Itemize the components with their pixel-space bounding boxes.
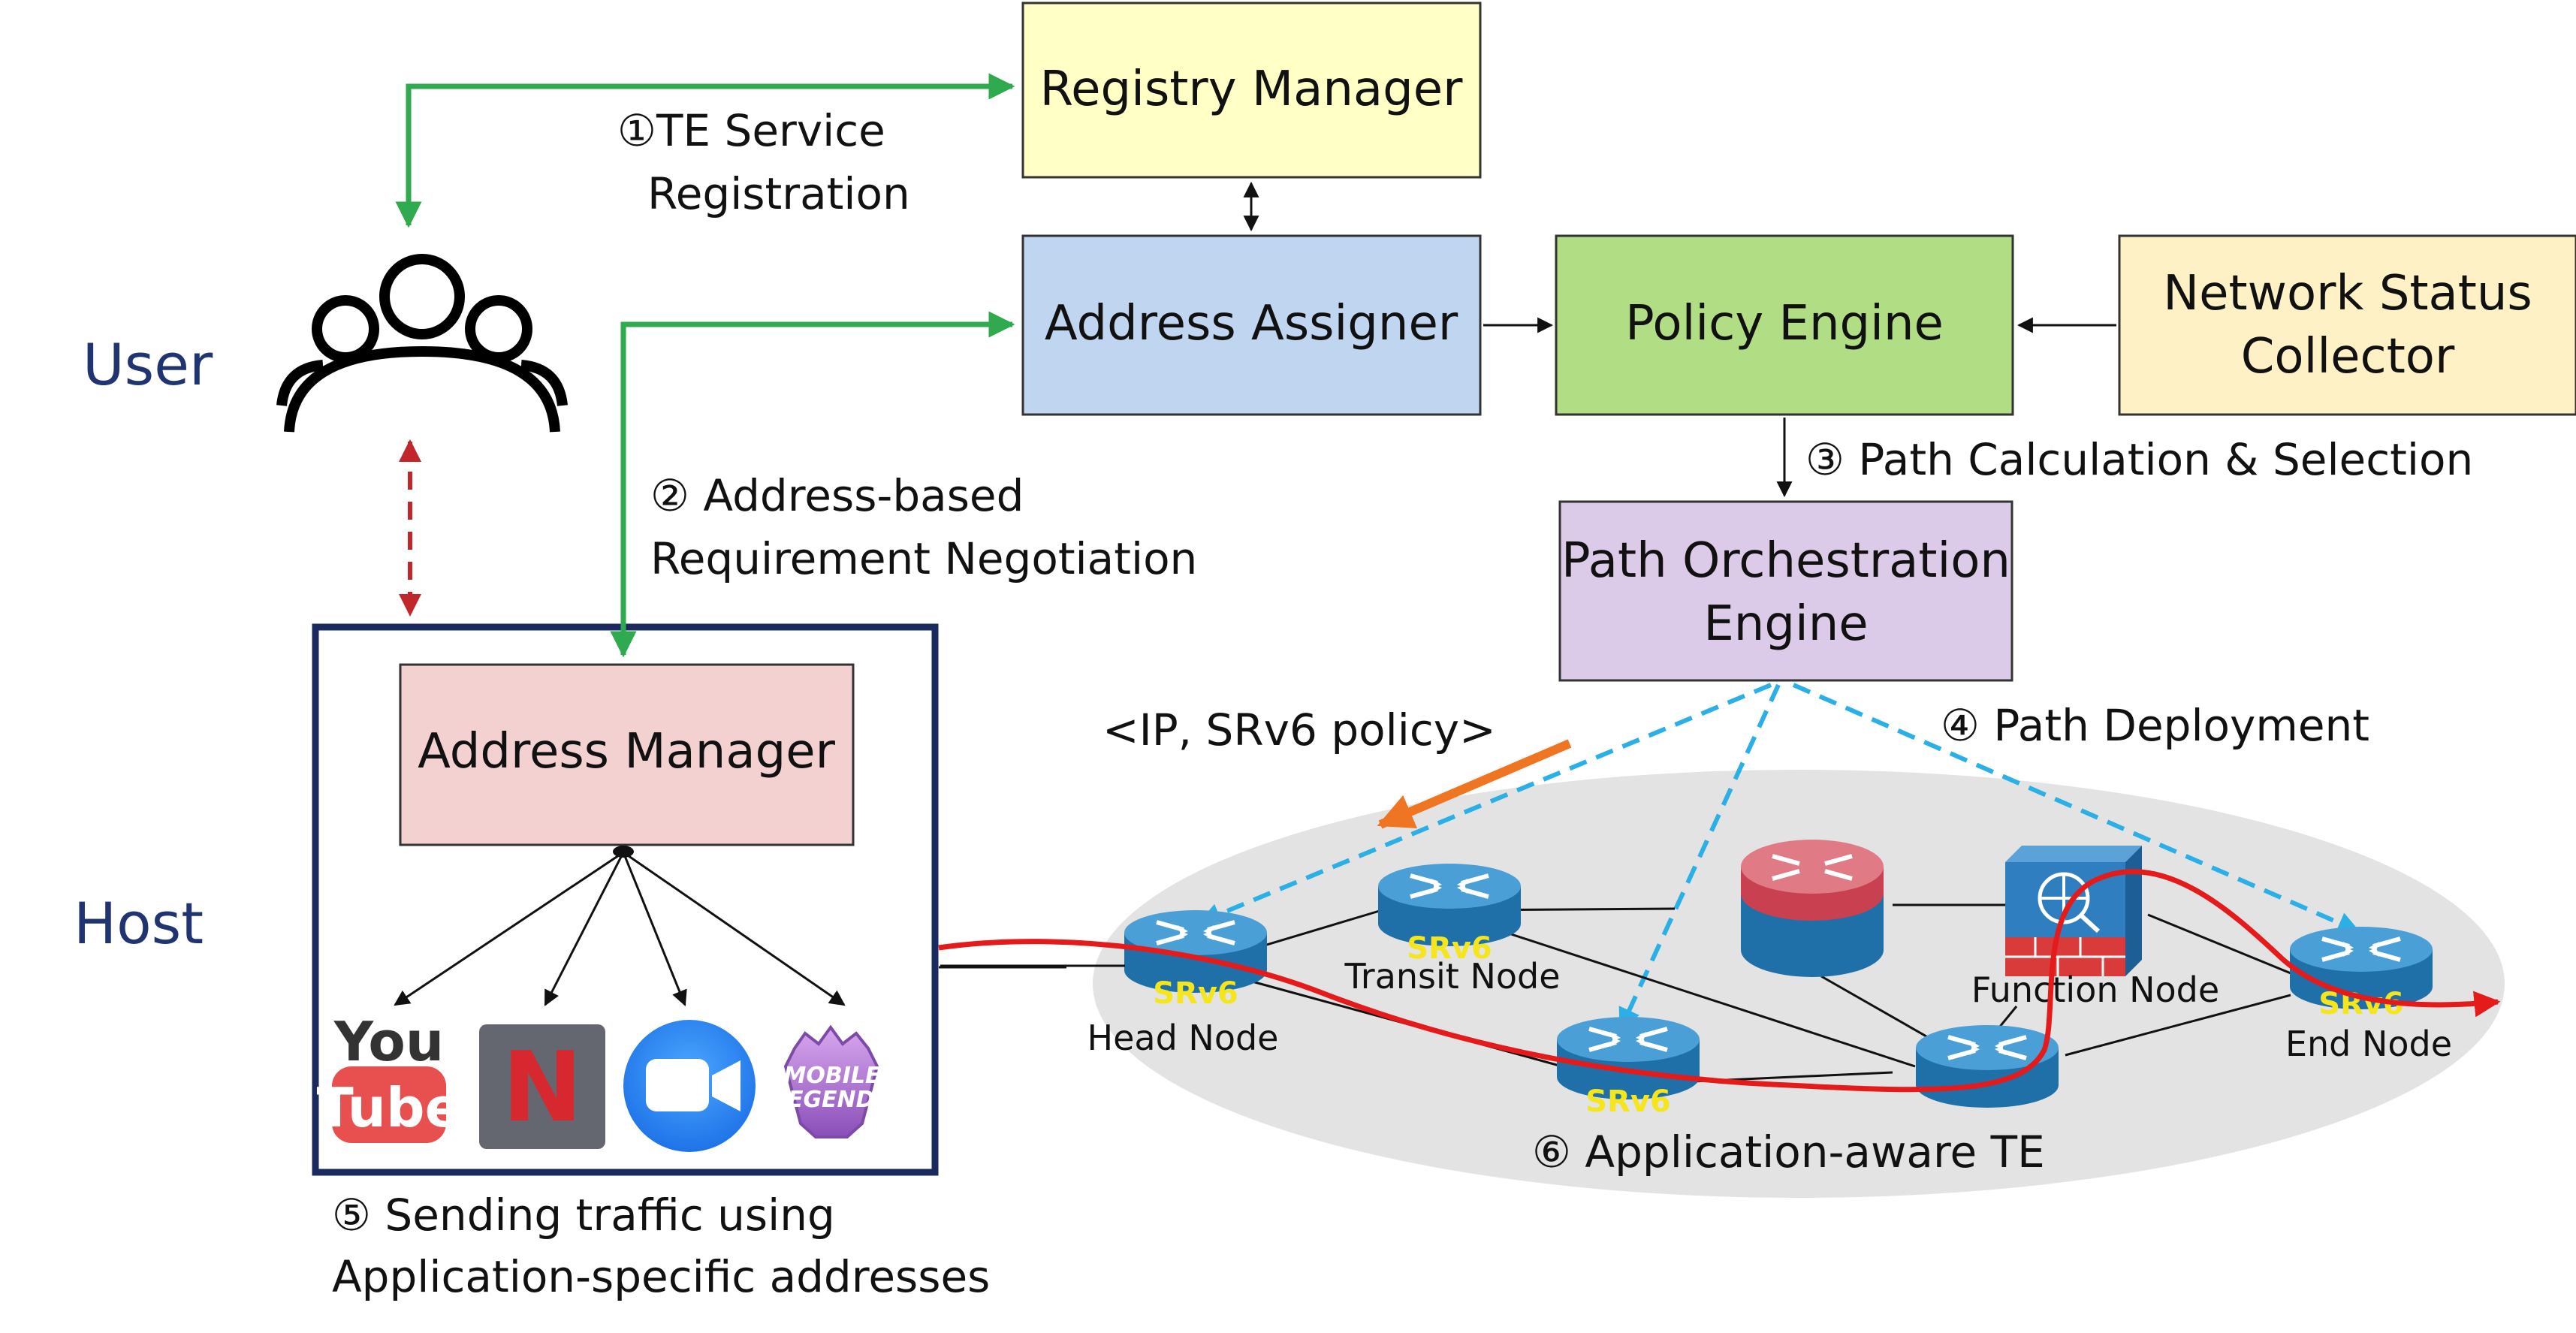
head-node-label: Head Node: [1087, 1018, 1279, 1058]
deploy-arrow-head: [1198, 683, 1772, 925]
youtube-icon: You Tube: [317, 1010, 462, 1143]
youtube-logo-tube: Tube: [317, 1076, 462, 1139]
mobile-legends-icon: MOBILE LEGENDS: [774, 1024, 891, 1138]
mobile-legends-line2: LEGENDS: [774, 1087, 891, 1113]
traffic-path: [938, 869, 2501, 1093]
address-assigner-box: Address Assigner: [1021, 234, 1482, 416]
user-side-label: User: [83, 331, 213, 398]
step5-line1: ⑤ Sending traffic using: [332, 1190, 835, 1241]
registry-manager-label: Registry Manager: [1040, 62, 1464, 117]
host-side-label: Host: [74, 890, 204, 957]
users-icon: [276, 254, 568, 433]
deploy-arrow-middle: [1618, 683, 1781, 1031]
app-fanout-arrows: [394, 851, 846, 1006]
step1-line1: ①TE Service: [617, 105, 885, 156]
core-router-icon: [1741, 840, 1884, 977]
negotiation-arrow: [610, 311, 1015, 658]
end-node-label: End Node: [2285, 1024, 2452, 1064]
firewall-icon: [2005, 846, 2142, 976]
path-orchestration-engine-line2: Engine: [1703, 596, 1868, 652]
network-status-collector-box: Network Status Collector: [2118, 234, 2576, 416]
path-orchestration-engine-line1: Path Orchestration: [1561, 533, 2010, 589]
head-node-srv6-badge: SRv6: [1153, 976, 1238, 1011]
policy-tag-label: <IP, SRv6 policy>: [1102, 704, 1496, 755]
step2-line1: ② Address-based: [650, 470, 1024, 521]
transit-node-label: Transit Node: [1344, 956, 1560, 997]
path-orchestration-engine-box: Path Orchestration Engine: [1558, 500, 2013, 682]
netflix-icon: N: [479, 1024, 605, 1149]
step6-label: ⑥ Application-aware TE: [1532, 1126, 2045, 1178]
policy-engine-box: Policy Engine: [1555, 234, 2014, 416]
zoom-icon: [623, 1020, 756, 1152]
registration-arrow: [395, 73, 1015, 228]
address-manager-label: Address Manager: [418, 724, 835, 780]
network-status-collector-line1: Network Status: [2163, 266, 2532, 321]
network-status-collector-line2: Collector: [2241, 329, 2455, 385]
function-node-label: Function Node: [1971, 970, 2219, 1010]
step1-line2: Registration: [647, 168, 910, 219]
netflix-logo-letter: N: [502, 1032, 582, 1144]
step5-line2: Application-specific addresses: [332, 1251, 990, 1302]
policy-engine-label: Policy Engine: [1625, 296, 1944, 351]
youtube-logo-you: You: [333, 1010, 444, 1073]
registry-manager-box: Registry Manager: [1021, 2, 1482, 179]
deploy-arrow-end: [1792, 683, 2360, 933]
policy-install-arrow: [1377, 739, 1572, 829]
step4-label: ④ Path Deployment: [1941, 700, 2369, 751]
router-icon: [1916, 1025, 2059, 1108]
address-manager-box: Address Manager: [399, 663, 855, 846]
middle-node-srv6-badge: SRv6: [1585, 1084, 1671, 1119]
step3-label: ③ Path Calculation & Selection: [1805, 434, 2473, 485]
address-manager-junction: [613, 846, 634, 858]
address-assigner-label: Address Assigner: [1045, 296, 1458, 351]
step2-line2: Requirement Negotiation: [650, 533, 1197, 584]
transit-node-srv6-badge: SRv6: [1407, 931, 1492, 966]
mobile-legends-line1: MOBILE: [784, 1063, 882, 1089]
